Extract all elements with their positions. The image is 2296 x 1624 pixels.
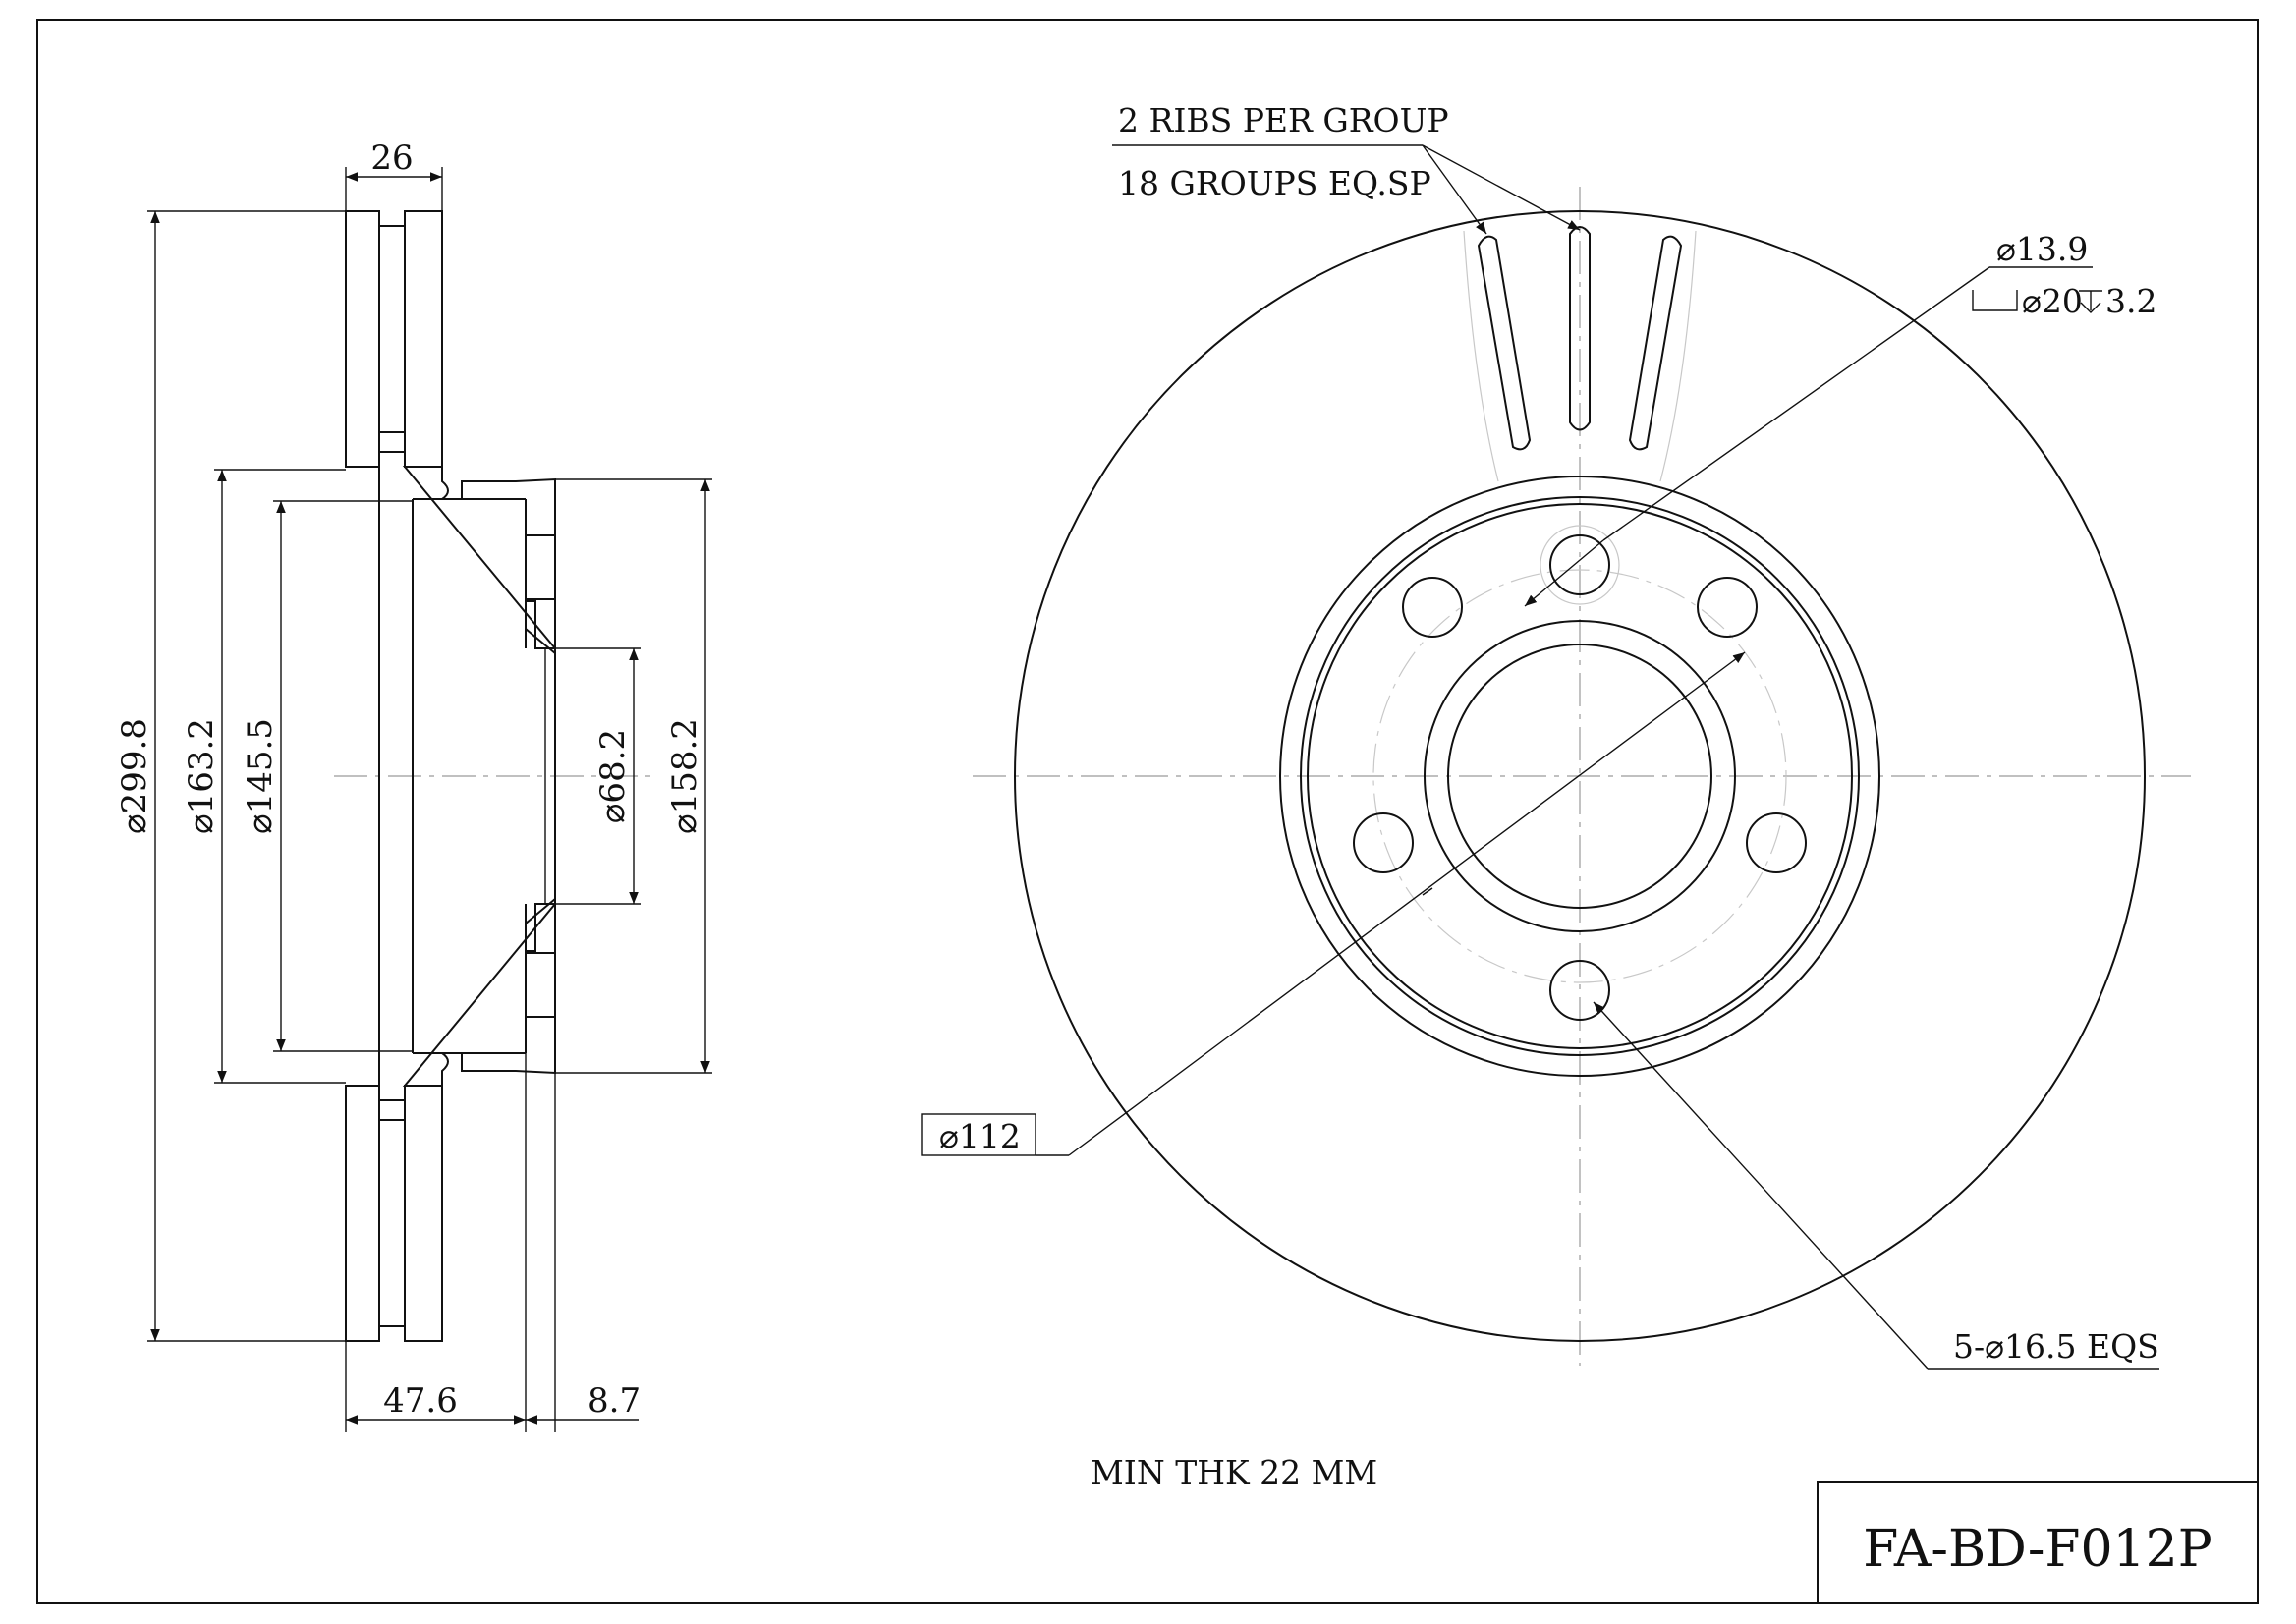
front-view: 2 RIBS PER GROUP 18 GROUPS EQ.SP ⌀13.9 ⌀…: [921, 101, 2191, 1370]
vent-gap: [378, 225, 405, 1327]
cooling-rib-1: [1477, 235, 1532, 451]
dim-outer-diameter: ⌀299.8: [115, 718, 154, 834]
pcd-label-box: [921, 1113, 1036, 1156]
dim-flange: 8.7: [588, 1381, 641, 1421]
disc-outer-edge: [1014, 210, 2146, 1342]
dim-hat-diameter: ⌀158.2: [665, 718, 704, 834]
hat-section-top: [402, 466, 556, 656]
dim-163-diameter: ⌀163.2: [182, 718, 221, 834]
counterbore-icon: [1972, 290, 2018, 311]
groups-note: 18 GROUPS EQ.SP: [1118, 164, 1431, 202]
dim-145-diameter: ⌀145.5: [241, 718, 280, 834]
dim-bore-diameter: ⌀68.2: [593, 729, 633, 823]
side-section-view: 26 ⌀299.8 ⌀163.2 ⌀145.5 ⌀68.2 ⌀158.2 47.…: [115, 139, 712, 1432]
stud-hole-bottom: [525, 952, 556, 1018]
title-block: [1817, 1481, 2259, 1604]
hat-outer-ring: [1279, 476, 1880, 1077]
friction-plate-outer: [345, 210, 380, 1342]
dim-thickness: 26: [370, 139, 413, 178]
bolt-circle-pcd: [1372, 569, 1787, 983]
stud-hole-top: [525, 534, 556, 600]
min-thickness-note: MIN THK 22 MM: [1091, 1453, 1377, 1491]
pcd-label: ⌀112: [939, 1117, 1021, 1155]
center-bore-inner: [1447, 644, 1712, 909]
lug-holes: [1353, 525, 1807, 1021]
part-number: FA-BD-F012P: [1863, 1520, 2212, 1579]
bolt-holes-label: 5-⌀16.5 EQS: [1953, 1327, 2159, 1366]
dim-height: 47.6: [383, 1381, 458, 1421]
counterbore-depth: 3.2: [2105, 282, 2156, 320]
hat-ring-3: [1307, 503, 1853, 1049]
ribs-per-group-note: 2 RIBS PER GROUP: [1118, 101, 1449, 140]
depth-icon: [2079, 290, 2102, 313]
cooling-rib-3: [1628, 235, 1683, 451]
hat-ring-2: [1300, 496, 1860, 1056]
counterbore-diameter: ⌀20: [2022, 282, 2083, 320]
hat-section-bottom: [402, 896, 556, 1087]
center-bore-outer: [1424, 620, 1736, 932]
hole-diameter-label: ⌀13.9: [1996, 230, 2088, 268]
drawing-border: [36, 19, 2259, 1604]
